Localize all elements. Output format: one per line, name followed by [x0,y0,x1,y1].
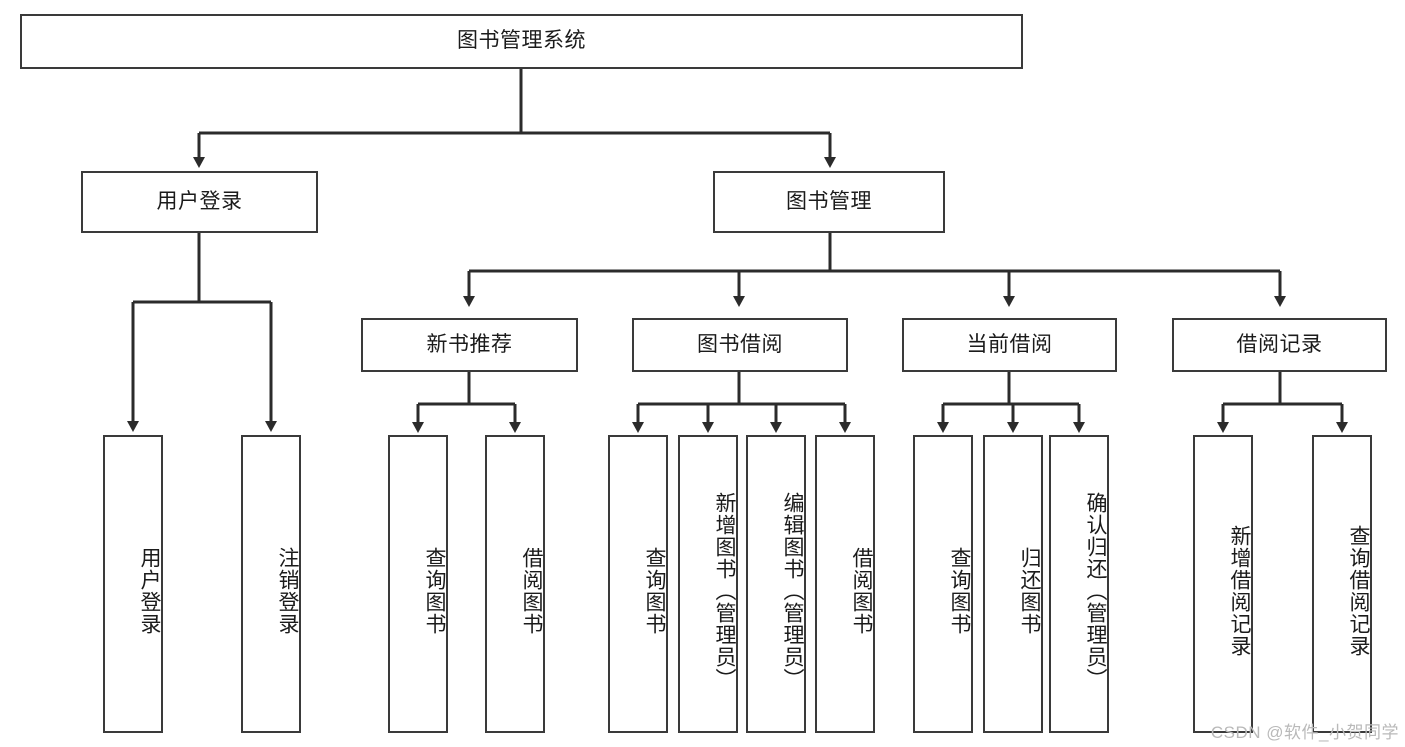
node-borrow-record[interactable]: 借阅记录 [1172,318,1387,372]
node-label: 新书推荐 [426,332,513,356]
node-label: 查询图书 [948,547,971,635]
leaf-borrow-borrow-book[interactable]: 借阅图书 [815,435,875,733]
node-label: 借阅图书 [520,547,543,635]
node-label: 确认归还（管理员） [1084,492,1107,690]
node-current-borrow[interactable]: 当前借阅 [902,318,1117,372]
leaf-record-query-record[interactable]: 查询借阅记录 [1312,435,1372,733]
node-new-book-recommend[interactable]: 新书推荐 [361,318,578,372]
node-label: 注销登录 [276,547,299,635]
node-root-book-management-system[interactable]: 图书管理系统 [20,14,1023,69]
leaf-borrow-edit-book-admin[interactable]: 编辑图书（管理员） [746,435,806,733]
node-book-management[interactable]: 图书管理 [713,171,945,233]
leaf-user-login-login[interactable]: 用户登录 [103,435,163,733]
node-label: 查询借阅记录 [1347,525,1370,657]
node-label: 新增借阅记录 [1228,525,1251,657]
leaf-new-book-borrow-book[interactable]: 借阅图书 [485,435,545,733]
leaf-borrow-query-book[interactable]: 查询图书 [608,435,668,733]
node-user-login[interactable]: 用户登录 [81,171,318,233]
leaf-current-return-book[interactable]: 归还图书 [983,435,1043,733]
node-book-borrow[interactable]: 图书借阅 [632,318,848,372]
node-label: 查询图书 [643,547,666,635]
leaf-new-book-query-book[interactable]: 查询图书 [388,435,448,733]
node-label: 新增图书（管理员） [713,492,736,690]
node-label: 编辑图书（管理员） [781,492,804,690]
node-label: 图书借阅 [697,332,783,356]
node-label: 用户登录 [138,547,161,635]
node-label: 当前借阅 [966,332,1053,356]
node-label: 归还图书 [1018,547,1041,635]
leaf-current-confirm-return-admin[interactable]: 确认归还（管理员） [1049,435,1109,733]
leaf-record-add-record[interactable]: 新增借阅记录 [1193,435,1253,733]
leaf-user-login-logout[interactable]: 注销登录 [241,435,301,733]
node-label: 用户登录 [156,189,243,213]
leaf-borrow-add-book-admin[interactable]: 新增图书（管理员） [678,435,738,733]
node-label: 借阅图书 [850,547,873,635]
csdn-watermark: CSDN @软件_小贺同学 [1210,723,1399,742]
node-label: 查询图书 [423,547,446,635]
node-label: 图书管理系统 [457,29,586,53]
node-label: 借阅记录 [1236,332,1323,356]
node-label: 图书管理 [786,189,872,213]
leaf-current-query-book[interactable]: 查询图书 [913,435,973,733]
